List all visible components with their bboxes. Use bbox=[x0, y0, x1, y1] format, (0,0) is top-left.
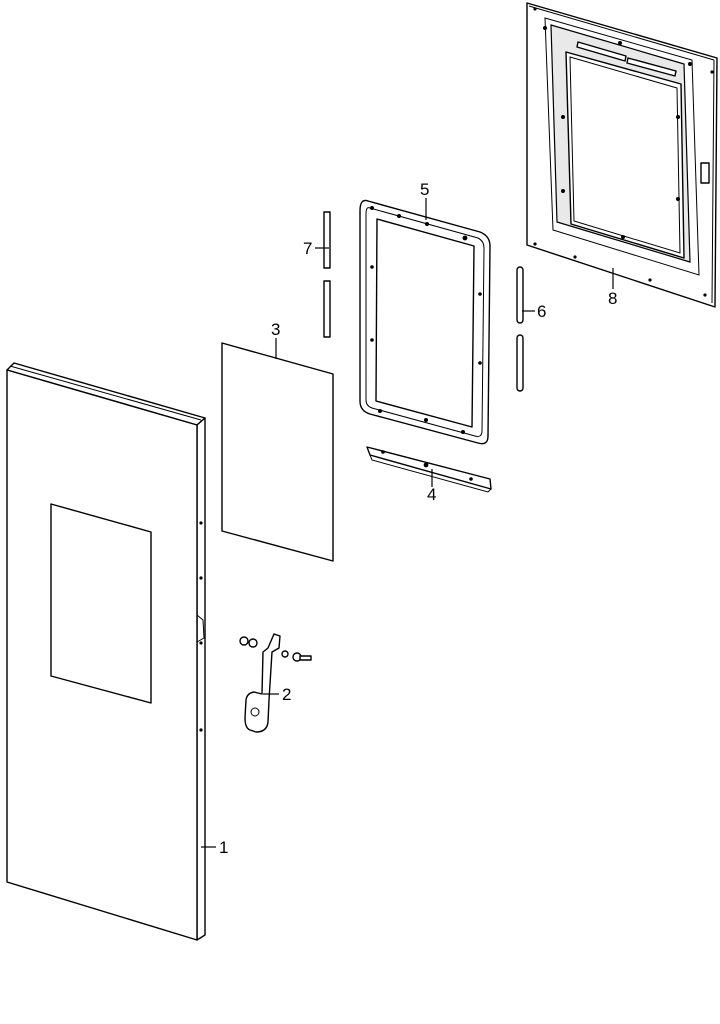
callout-8: 8 bbox=[608, 289, 617, 308]
callout-2: 2 bbox=[282, 685, 291, 704]
leader-lines bbox=[201, 198, 614, 848]
part-6-pins bbox=[516, 266, 524, 392]
callout-4: 4 bbox=[427, 485, 436, 504]
part-4-bracket-strip bbox=[366, 446, 492, 493]
part-2-latch-bracket bbox=[239, 633, 312, 733]
part-8-door-frame bbox=[526, 2, 718, 308]
callout-6: 6 bbox=[537, 302, 546, 321]
callout-7: 7 bbox=[303, 239, 312, 258]
part-7-strips bbox=[323, 211, 331, 338]
callout-1: 1 bbox=[219, 838, 228, 857]
part-3-glass-panel bbox=[221, 342, 334, 562]
callout-5: 5 bbox=[420, 180, 429, 199]
part-1-door-panel bbox=[6, 362, 206, 941]
callout-3: 3 bbox=[271, 320, 280, 339]
part-5-choke-frame bbox=[359, 199, 491, 445]
